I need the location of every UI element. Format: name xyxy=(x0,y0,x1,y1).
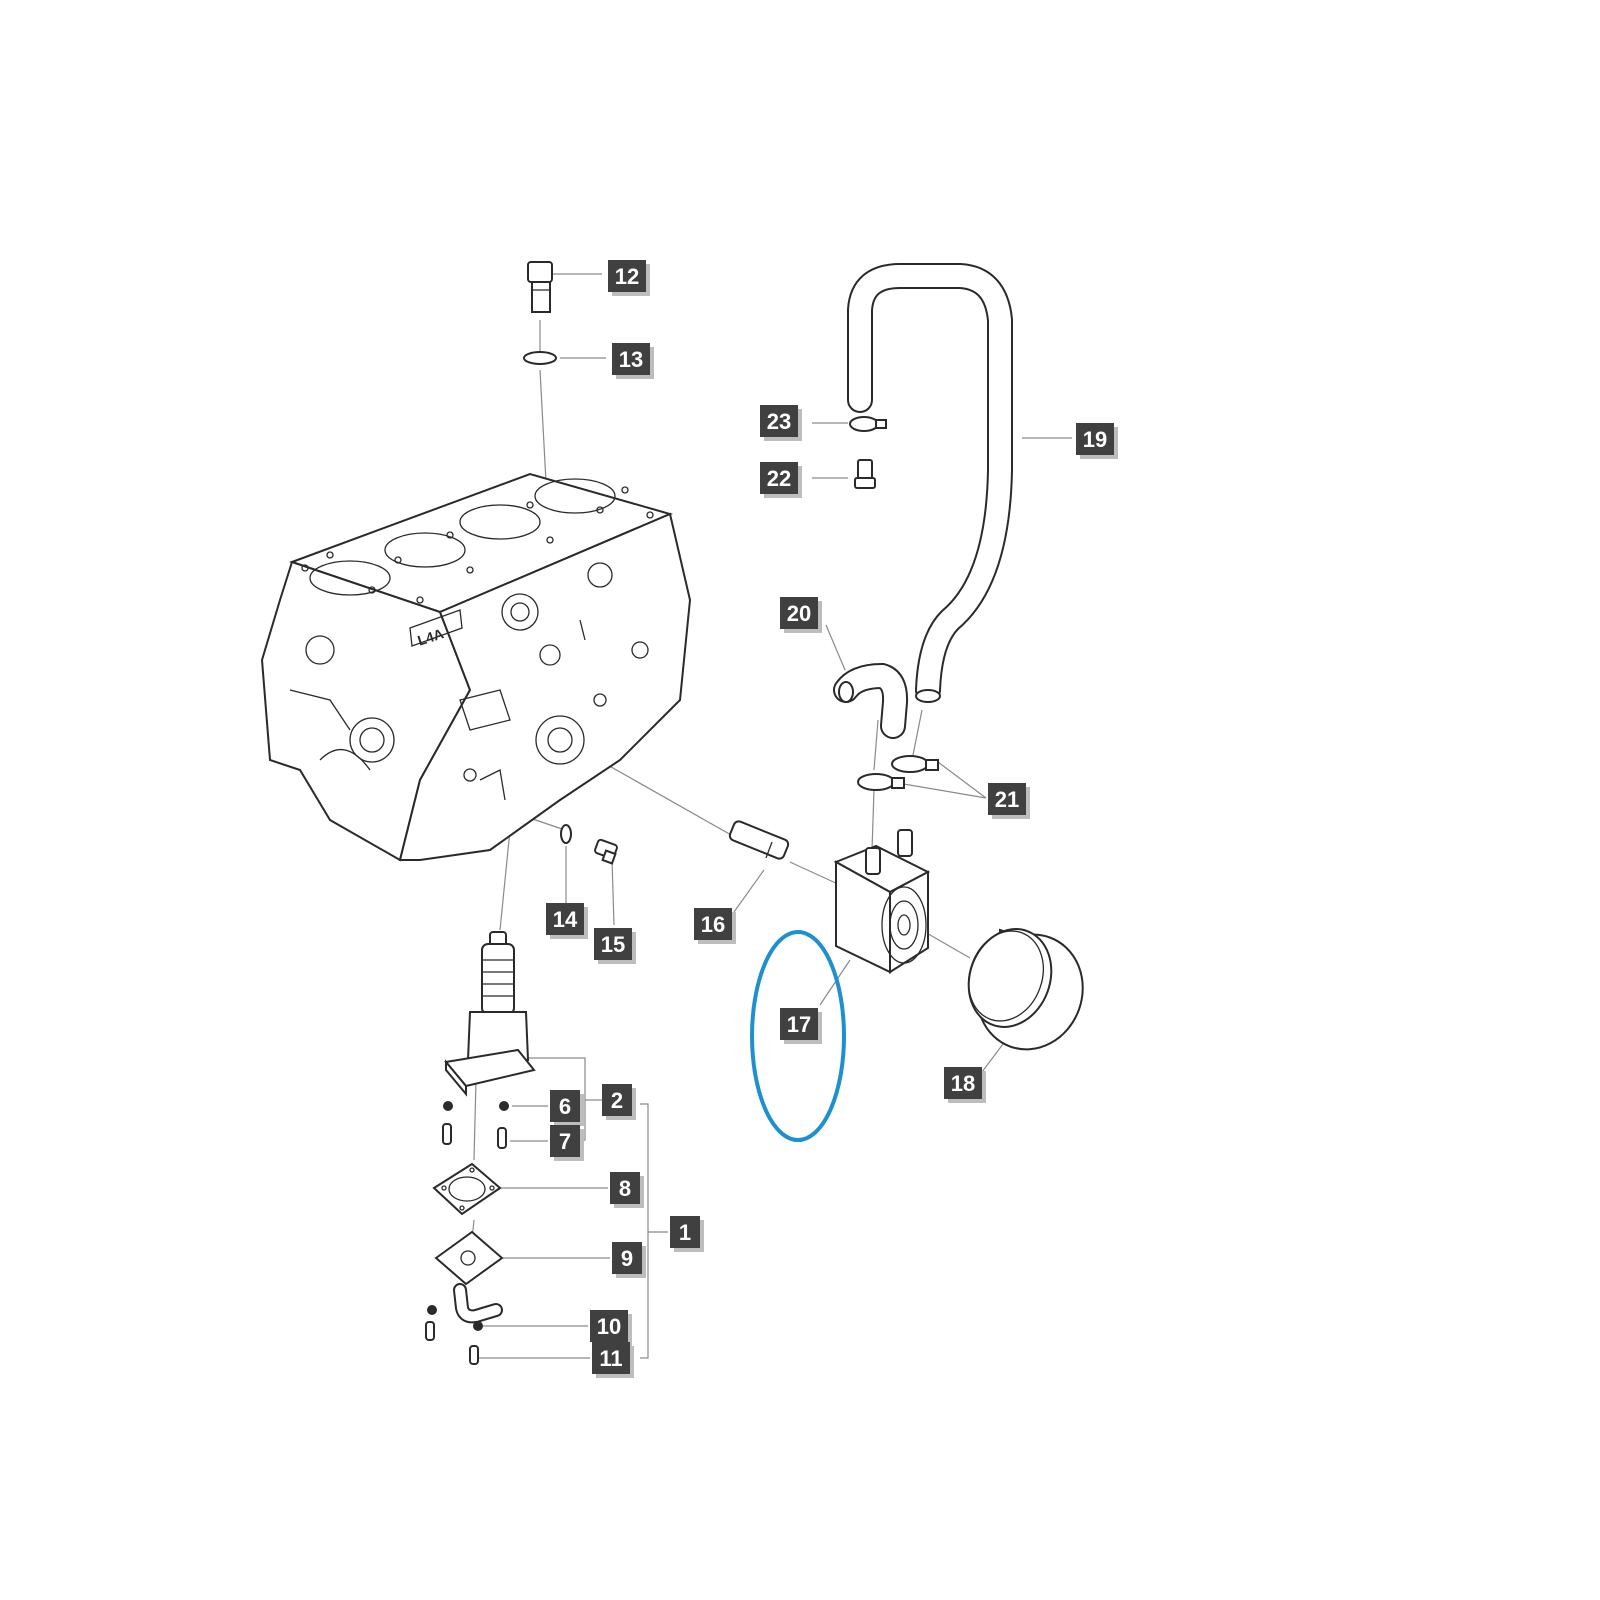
callout-19[interactable]: 19 xyxy=(1076,423,1118,459)
callout-2[interactable]: 2 xyxy=(602,1084,636,1120)
svg-text:8: 8 xyxy=(619,1176,631,1201)
part-12-pressure-sensor xyxy=(527,261,553,313)
part-2-oil-pump xyxy=(444,931,536,1097)
callout-6[interactable]: 6 xyxy=(550,1090,584,1126)
part-13-washer xyxy=(523,351,557,365)
part-22-fitting xyxy=(854,459,876,489)
part-23-clamp xyxy=(849,416,887,432)
svg-text:21: 21 xyxy=(995,787,1019,812)
svg-text:14: 14 xyxy=(553,907,578,932)
svg-text:16: 16 xyxy=(701,912,725,937)
svg-text:11: 11 xyxy=(599,1346,622,1371)
callout-9[interactable]: 9 xyxy=(612,1242,646,1278)
parts-6-7-fasteners xyxy=(442,1101,509,1149)
leader-lines xyxy=(471,273,1072,1359)
callout-11[interactable]: 11 xyxy=(592,1342,634,1378)
callouts: 12 13 23 22 19 20 21 16 xyxy=(546,260,1118,1378)
svg-text:17: 17 xyxy=(787,1012,811,1037)
svg-text:15: 15 xyxy=(601,932,625,957)
part-17-oil-cooler xyxy=(833,829,931,974)
callout-20[interactable]: 20 xyxy=(780,597,822,633)
part-14-seal-ring xyxy=(560,824,572,844)
svg-text:19: 19 xyxy=(1083,427,1107,452)
svg-text:23: 23 xyxy=(767,409,791,434)
block-marking: L4A xyxy=(415,625,445,648)
part-21-hose-clamps xyxy=(857,755,939,791)
part-8-gasket xyxy=(432,1162,502,1216)
callout-22[interactable]: 22 xyxy=(760,462,802,498)
svg-text:22: 22 xyxy=(767,466,791,491)
svg-text:18: 18 xyxy=(951,1071,975,1096)
part-16-threaded-nipple xyxy=(728,820,790,860)
callout-17[interactable]: 17 xyxy=(780,1008,822,1044)
callout-15[interactable]: 15 xyxy=(594,928,636,964)
cylinder-bore-4 xyxy=(534,478,616,514)
svg-text:6: 6 xyxy=(559,1094,571,1119)
callout-10[interactable]: 10 xyxy=(590,1310,632,1346)
cylinder-bore-1 xyxy=(309,560,391,596)
callout-18[interactable]: 18 xyxy=(944,1067,986,1103)
svg-text:7: 7 xyxy=(559,1129,571,1154)
callout-16[interactable]: 16 xyxy=(694,908,736,944)
part-15-plug xyxy=(594,838,618,865)
highlight-ring xyxy=(750,930,846,1142)
callout-12[interactable]: 12 xyxy=(608,260,650,296)
svg-text:12: 12 xyxy=(615,264,639,289)
svg-text:20: 20 xyxy=(787,601,811,626)
callout-23[interactable]: 23 xyxy=(760,405,802,441)
callout-21[interactable]: 21 xyxy=(988,783,1030,819)
svg-text:9: 9 xyxy=(621,1246,633,1271)
callout-14[interactable]: 14 xyxy=(546,903,588,939)
svg-text:1: 1 xyxy=(679,1220,691,1245)
part-19-hose xyxy=(847,263,1013,703)
callout-7[interactable]: 7 xyxy=(550,1125,584,1161)
cylinder-bore-3 xyxy=(459,504,541,540)
svg-text:2: 2 xyxy=(611,1088,623,1113)
cylinder-bore-2 xyxy=(384,532,466,568)
part-18-oil-filter xyxy=(967,928,1084,1051)
svg-text:13: 13 xyxy=(619,347,643,372)
svg-text:10: 10 xyxy=(597,1314,621,1339)
callout-8[interactable]: 8 xyxy=(610,1172,644,1208)
engine-block: L4A xyxy=(260,472,692,862)
callout-1[interactable]: 1 xyxy=(670,1216,704,1252)
part-9-strainer xyxy=(434,1230,504,1324)
callout-13[interactable]: 13 xyxy=(612,343,654,379)
parts-10-11-fasteners xyxy=(425,1305,483,1365)
